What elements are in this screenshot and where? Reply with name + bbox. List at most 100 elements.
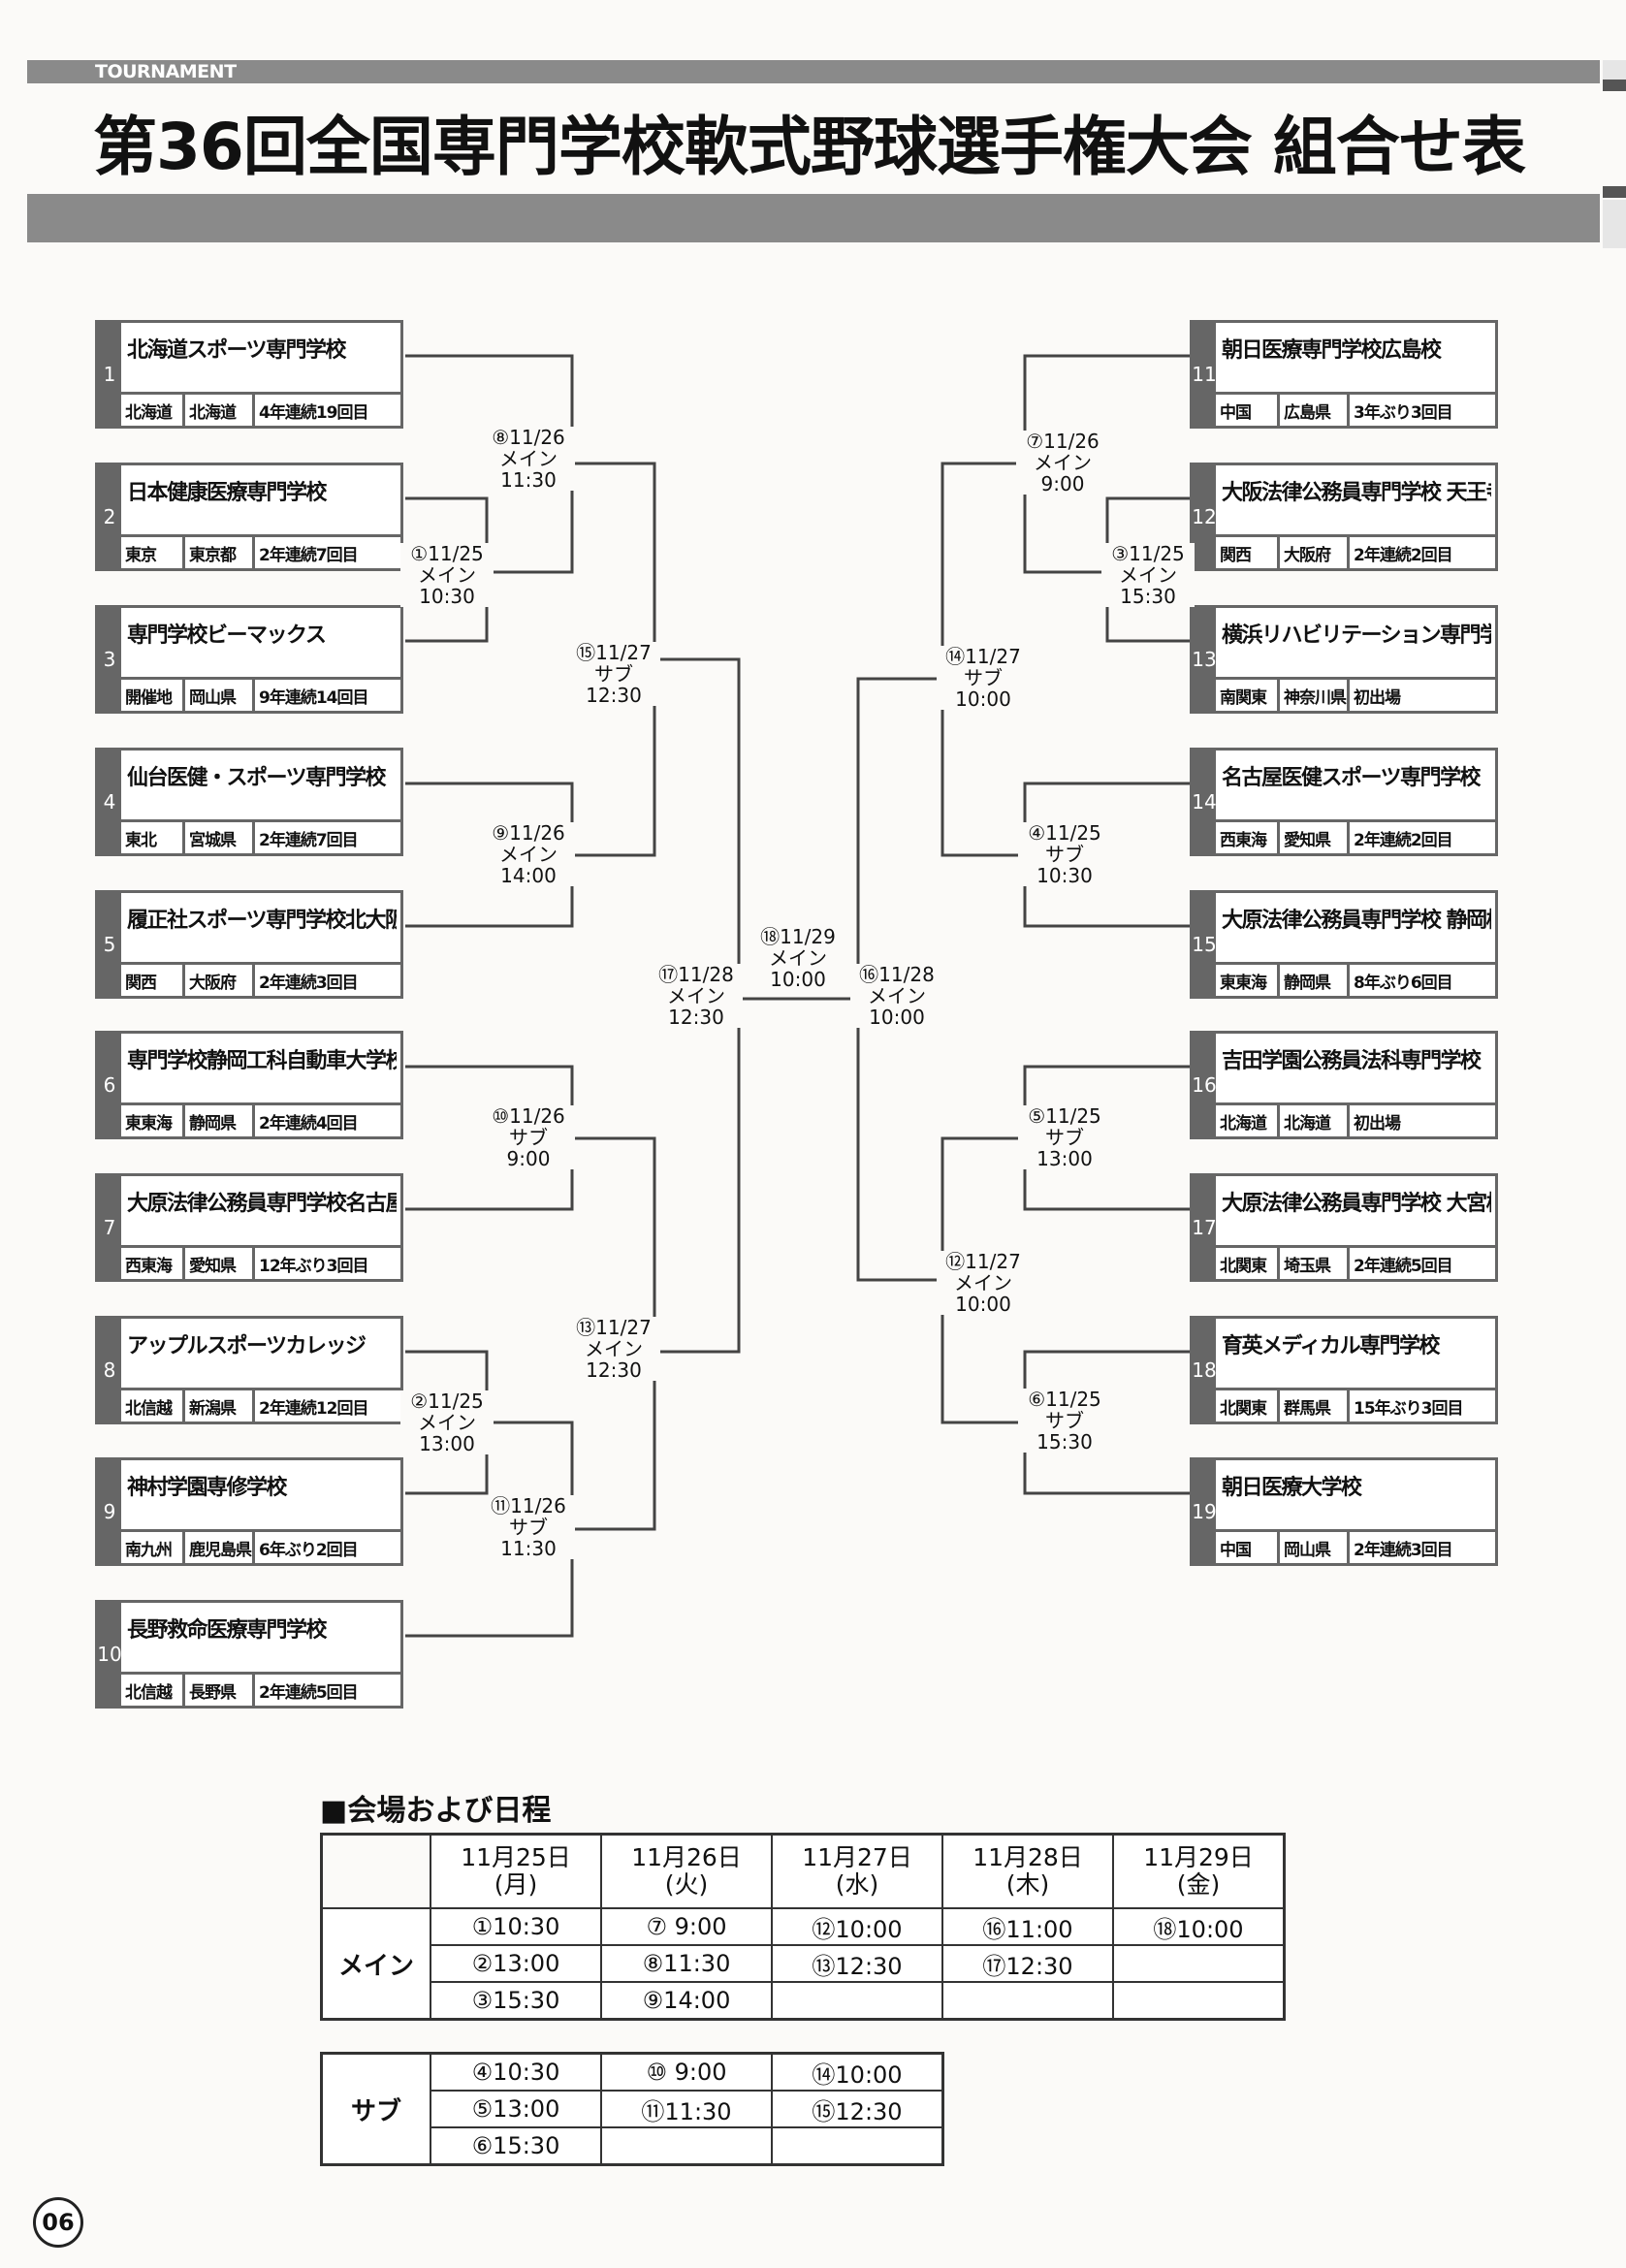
schedule-cell: ⑬12:30 bbox=[771, 1944, 943, 1983]
venue-sub-label: サブ bbox=[320, 2052, 431, 2166]
schedule-sub-row: ⑥15:30 bbox=[322, 2126, 944, 2166]
team-prefecture: 長野県 bbox=[185, 1675, 255, 1706]
schedule-cell: ⑫10:00 bbox=[771, 1907, 943, 1946]
match-date: ⑩11/26 bbox=[492, 1104, 565, 1128]
team-history: 2年連続7回目 bbox=[259, 830, 359, 850]
match-time: 14:00 bbox=[500, 864, 557, 887]
team-region: 西東海 bbox=[1216, 822, 1280, 853]
team-name: 吉田学園公務員法科専門学校 bbox=[1222, 1049, 1482, 1073]
team-number: 14 bbox=[1192, 751, 1217, 853]
day-date: 11月27日 bbox=[802, 1843, 912, 1871]
team-region: 北信越 bbox=[121, 1390, 185, 1421]
schedule-cell: ⑯11:00 bbox=[941, 1907, 1114, 1946]
day-of-week: (水) bbox=[835, 1870, 879, 1899]
match-label-17: ⑰11/28 メイン 12:30 bbox=[650, 964, 743, 1028]
team-meta: 開催地 岡山県 9年連続14回目 bbox=[121, 677, 400, 711]
header-band-top bbox=[27, 60, 1600, 83]
match-label-12: ⑫11/27 メイン 10:00 bbox=[937, 1251, 1030, 1315]
match-date: ⑱11/29 bbox=[760, 925, 836, 948]
schedule-cell: ⑮12:30 bbox=[771, 2090, 944, 2128]
match-venue: メイン bbox=[418, 1411, 476, 1434]
match-time: 12:30 bbox=[668, 1006, 724, 1029]
match-label-16: ⑯11/28 メイン 10:00 bbox=[850, 964, 943, 1028]
team-history: 3年ぶり3回目 bbox=[1354, 402, 1453, 423]
team-name: 日本健康医療専門学校 bbox=[127, 481, 328, 505]
team-history: 2年連続3回目 bbox=[1354, 1540, 1453, 1560]
team-region: 北海道 bbox=[1216, 1105, 1280, 1136]
match-date: ⑯11/28 bbox=[859, 963, 935, 986]
schedule-cell: ⑥15:30 bbox=[430, 2126, 602, 2166]
team-card-6: 6 専門学校静岡工科自動車大学校 東東海 静岡県 2年連続4回目 bbox=[95, 1031, 403, 1139]
team-region: 中国 bbox=[1216, 395, 1280, 426]
team-number: 11 bbox=[1192, 323, 1217, 426]
team-card-13: 13 横浜リハビリテーション専門学校 南関東 神奈川県 初出場 bbox=[1190, 605, 1498, 714]
match-time: 10:00 bbox=[955, 687, 1011, 711]
team-meta: 南九州 鹿児島県 6年ぶり2回目 bbox=[121, 1529, 400, 1563]
team-prefecture: 鹿児島県 bbox=[185, 1532, 255, 1563]
match-venue: メイン bbox=[667, 984, 725, 1007]
team-number: 8 bbox=[98, 1319, 121, 1421]
team-prefecture: 大阪府 bbox=[185, 965, 255, 996]
schedule-cell: ②13:00 bbox=[430, 1944, 602, 1983]
team-prefecture: 北海道 bbox=[185, 395, 255, 426]
team-history: 15年ぶり3回目 bbox=[1354, 1398, 1464, 1419]
team-meta: 中国 岡山県 2年連続3回目 bbox=[1216, 1529, 1495, 1563]
match-venue: サブ bbox=[509, 1126, 548, 1149]
team-meta: 北海道 北海道 4年連続19回目 bbox=[121, 392, 400, 426]
schedule-corner bbox=[321, 1834, 431, 1909]
match-time: 9:00 bbox=[506, 1147, 551, 1170]
team-name: 大阪法律公務員専門学校 天王寺校 bbox=[1222, 481, 1491, 505]
team-card-1: 1 北海道スポーツ専門学校 北海道 北海道 4年連続19回目 bbox=[95, 320, 403, 429]
team-history: 2年連続5回目 bbox=[1354, 1256, 1453, 1276]
team-prefecture: 新潟県 bbox=[185, 1390, 255, 1421]
team-prefecture: 岡山県 bbox=[1280, 1532, 1350, 1563]
team-prefecture: 神奈川県 bbox=[1280, 680, 1350, 711]
page-title: 第36回全国専門学校軟式野球選手権大会 組合せ表 bbox=[93, 110, 1526, 184]
team-name: 育英メディカル専門学校 bbox=[1222, 1334, 1440, 1358]
section-label: TOURNAMENT bbox=[95, 61, 237, 82]
schedule-cell: ④10:30 bbox=[430, 2052, 602, 2092]
schedule-main-row: ③15:30 ⑨14:00 bbox=[322, 1981, 1286, 2021]
match-venue: メイン bbox=[585, 1337, 643, 1360]
team-prefecture: 北海道 bbox=[1280, 1105, 1350, 1136]
match-time: 10:30 bbox=[419, 585, 475, 608]
match-time: 15:30 bbox=[1036, 1430, 1093, 1453]
team-history: 6年ぶり2回目 bbox=[259, 1540, 359, 1560]
match-label-3: ③11/25 メイン 15:30 bbox=[1101, 543, 1195, 607]
team-number: 2 bbox=[98, 465, 121, 568]
team-name: 大原法律公務員専門学校 大宮校 bbox=[1222, 1192, 1491, 1216]
team-region: 東京 bbox=[121, 537, 185, 568]
team-prefecture: 宮城県 bbox=[185, 822, 255, 853]
team-prefecture: 静岡県 bbox=[185, 1105, 255, 1136]
match-venue: メイン bbox=[418, 563, 476, 587]
match-time: 11:30 bbox=[500, 468, 557, 492]
team-number: 19 bbox=[1192, 1460, 1217, 1563]
schedule-cell: ⑭10:00 bbox=[771, 2052, 944, 2092]
team-meta: 南関東 神奈川県 初出場 bbox=[1216, 677, 1495, 711]
team-region: 北信越 bbox=[121, 1675, 185, 1706]
team-region: 中国 bbox=[1216, 1532, 1280, 1563]
match-venue: メイン bbox=[499, 843, 558, 866]
team-card-14: 14 名古屋医健スポーツ専門学校 西東海 愛知県 2年連続2回目 bbox=[1190, 748, 1498, 856]
team-region: 関西 bbox=[1216, 537, 1280, 568]
match-label-2: ②11/25 メイン 13:00 bbox=[400, 1390, 494, 1454]
team-number: 17 bbox=[1192, 1176, 1217, 1279]
match-label-4: ④11/25 サブ 10:30 bbox=[1018, 822, 1111, 886]
team-number: 5 bbox=[98, 893, 121, 996]
match-date: ⑦11/26 bbox=[1026, 430, 1100, 453]
team-meta: 東京 東京都 2年連続7回目 bbox=[121, 534, 400, 568]
schedule-cell: ⑰12:30 bbox=[941, 1944, 1114, 1983]
match-time: 13:00 bbox=[419, 1432, 475, 1455]
match-venue: サブ bbox=[509, 1516, 548, 1539]
team-number: 13 bbox=[1192, 608, 1217, 711]
venue-main-label: メイン bbox=[320, 1907, 431, 2021]
team-prefecture: 岡山県 bbox=[185, 680, 255, 711]
team-region: 南九州 bbox=[121, 1532, 185, 1563]
team-meta: 北関東 埼玉県 2年連続5回目 bbox=[1216, 1245, 1495, 1279]
day-of-week: (木) bbox=[1005, 1870, 1050, 1899]
match-label-8: ⑧11/26 メイン 11:30 bbox=[482, 427, 575, 491]
edge-tab-side-2 bbox=[1603, 200, 1626, 248]
match-label-10: ⑩11/26 サブ 9:00 bbox=[482, 1105, 575, 1169]
team-name: 横浜リハビリテーション専門学校 bbox=[1222, 623, 1491, 648]
team-region: 東東海 bbox=[121, 1105, 185, 1136]
